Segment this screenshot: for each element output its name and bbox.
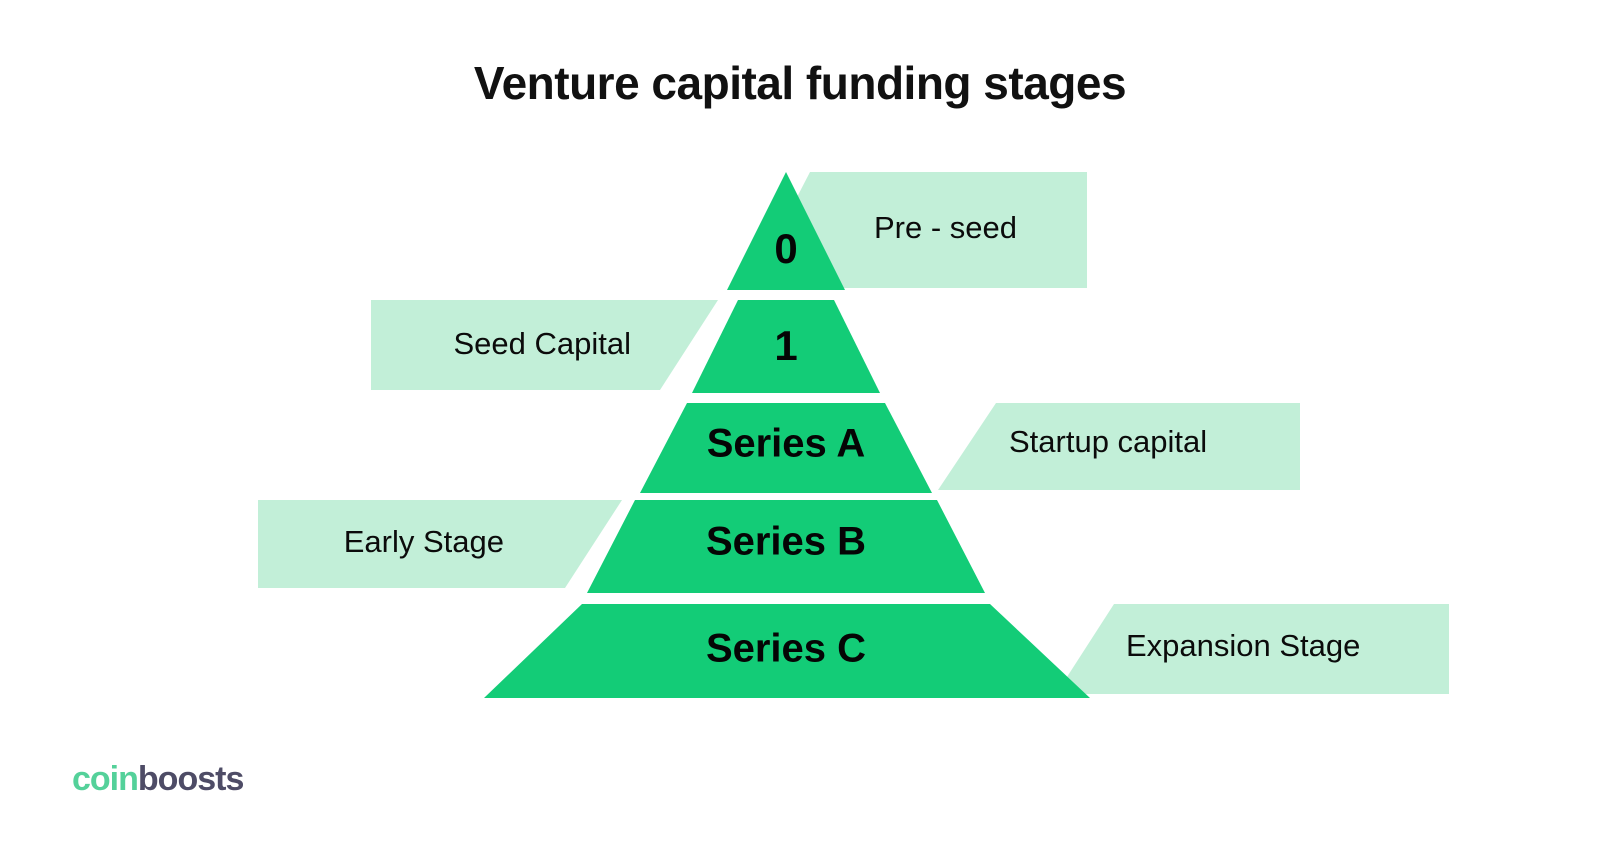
callout-seed-capital-shape — [371, 300, 718, 390]
callout-startup-capital-shape — [938, 403, 1300, 490]
pyramid-tier-4-shape[interactable] — [484, 604, 1090, 698]
callout-expansion-stage: Expansion Stage — [1056, 604, 1449, 694]
callout-seed-capital-label: Seed Capital — [453, 326, 631, 361]
pyramid-tier-2[interactable]: Series A — [640, 403, 932, 493]
pyramid-tier-0-label: 0 — [774, 225, 797, 272]
pyramid-tier-0[interactable]: 0 — [727, 172, 845, 290]
logo-text-boosts: boosts — [137, 760, 244, 798]
pyramid-tier-2-label: Series A — [707, 422, 866, 466]
callout-startup-capital: Startup capital — [938, 403, 1300, 490]
pyramid-tier-4-label: Series C — [706, 627, 866, 671]
callout-early-stage-shape — [258, 500, 622, 588]
pyramid-tier-1[interactable]: 1 — [692, 300, 880, 393]
page-title: Venture capital funding stages — [473, 57, 1127, 109]
pyramid-tier-2-shape[interactable] — [640, 403, 932, 493]
callout-expansion-stage-label: Expansion Stage — [1126, 628, 1360, 663]
logo-text-coin: coin — [72, 760, 139, 798]
pyramid-tier-3-shape[interactable] — [587, 500, 985, 593]
callout-seed-capital: Seed Capital — [371, 300, 718, 390]
callout-pre-seed-label: Pre - seed — [874, 210, 1017, 245]
pyramid-tier-3-label: Series B — [706, 520, 866, 564]
pyramid-tier-1-shape[interactable] — [692, 300, 880, 393]
callout-pre-seed: Pre - seed — [750, 172, 1087, 288]
pyramid-tier-3[interactable]: Series B — [587, 500, 985, 593]
callout-early-stage: Early Stage — [258, 500, 622, 588]
pyramid-tier-0-shape[interactable] — [727, 172, 845, 290]
callout-early-stage-label: Early Stage — [344, 524, 504, 559]
pyramid-tier-1-label: 1 — [774, 322, 797, 369]
callout-expansion-stage-shape — [1056, 604, 1449, 694]
pyramid-tier-4[interactable]: Series C — [484, 604, 1090, 698]
callout-startup-capital-label: Startup capital — [1009, 424, 1207, 459]
coinboosts-logo[interactable]: coinboosts — [72, 760, 244, 798]
callout-pre-seed-shape — [750, 172, 1087, 288]
